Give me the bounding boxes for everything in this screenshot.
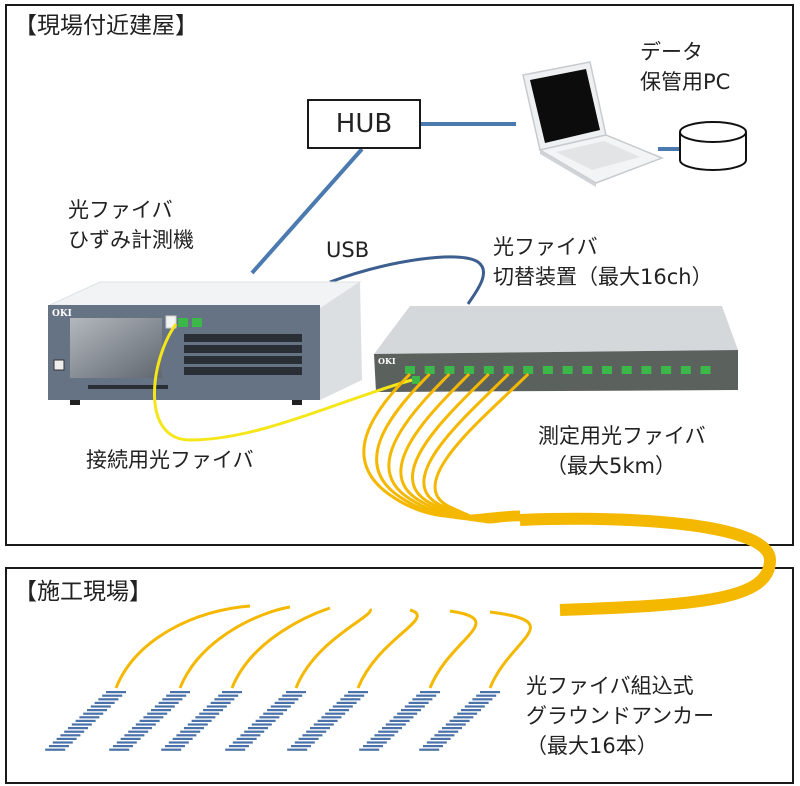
- hub-to-meter-cable: [250, 147, 364, 275]
- ground-anchor-icon: [359, 691, 440, 751]
- switcher-port: [602, 366, 612, 374]
- ground-anchor-icon: [287, 691, 368, 751]
- site-section-title: 【施工現場】: [14, 579, 152, 605]
- anchor-fiber-cable: [294, 608, 372, 689]
- measure-fiber-cable: [399, 372, 521, 521]
- anchor-fiber-cable: [230, 606, 331, 689]
- anchor-label-line1: 光ファイバ組込式: [526, 674, 694, 698]
- anchor-label-line3: （最大16本）: [526, 734, 658, 758]
- switcher-brand-logo: OKI: [378, 356, 396, 366]
- strain-meter-device: OKI: [48, 281, 362, 405]
- meter-label-line2: ひずみ計測機: [68, 228, 194, 252]
- anchor-fiber-cable: [178, 605, 291, 689]
- ground-anchor-icon: [45, 691, 126, 751]
- switcher-port: [523, 366, 534, 374]
- switcher-port: [405, 366, 415, 374]
- switcher-port: [464, 366, 475, 374]
- anchor-fiber-cable: [428, 609, 478, 689]
- hub-node: HUB: [307, 99, 421, 149]
- meter-brand-logo: OKI: [52, 309, 72, 319]
- laptop-icon: [522, 61, 665, 187]
- measure-fiber-label-line2: （最大5km）: [546, 454, 676, 478]
- building-section: [5, 4, 794, 546]
- site-section: [5, 567, 794, 784]
- anchor-fiber-cable: [114, 604, 251, 689]
- fiber-bundle: [519, 512, 777, 616]
- switcher-label-line2: 切替装置（最大16ch）: [493, 265, 713, 289]
- storage-icon: [679, 121, 747, 171]
- ground-anchor-icon: [419, 691, 500, 751]
- pc-label-line2: 保管用PC: [640, 70, 731, 94]
- switcher-port: [700, 366, 711, 374]
- anchor-fiber-cable: [356, 608, 419, 689]
- switcher-device: OKI: [374, 306, 738, 392]
- switcher-port: [503, 366, 514, 374]
- switcher-port: [582, 366, 593, 374]
- switcher-port: [424, 366, 435, 374]
- building-section-title: 【現場付近建屋】: [14, 13, 198, 39]
- switcher-label-line1: 光ファイバ: [493, 235, 598, 259]
- ground-anchor-icon: [225, 691, 306, 751]
- switcher-port: [562, 366, 573, 374]
- connect-fiber-cable: [153, 323, 413, 442]
- switcher-port: [621, 366, 632, 374]
- switcher-port: [542, 366, 553, 374]
- switcher-port: [641, 366, 652, 374]
- ground-anchor-icon: [161, 691, 242, 751]
- usb-label: USB: [326, 238, 370, 262]
- pc-label-line1: データ: [640, 40, 703, 64]
- measure-fiber-cable: [433, 372, 530, 524]
- switcher-port: [483, 366, 494, 374]
- anchor-fiber-cable: [488, 610, 532, 689]
- anchor-label-line2: グラウンドアンカー: [526, 704, 715, 728]
- switcher-port: [680, 366, 691, 374]
- usb-cable: [329, 255, 485, 305]
- meter-label-line1: 光ファイバ: [68, 198, 173, 222]
- measure-fiber-label-line1: 測定用光ファイバ: [538, 424, 706, 448]
- switcher-port: [444, 366, 455, 374]
- switcher-port: [661, 366, 672, 374]
- ground-anchor-icon: [109, 691, 190, 751]
- connect-fiber-label: 接続用光ファイバ: [86, 448, 254, 472]
